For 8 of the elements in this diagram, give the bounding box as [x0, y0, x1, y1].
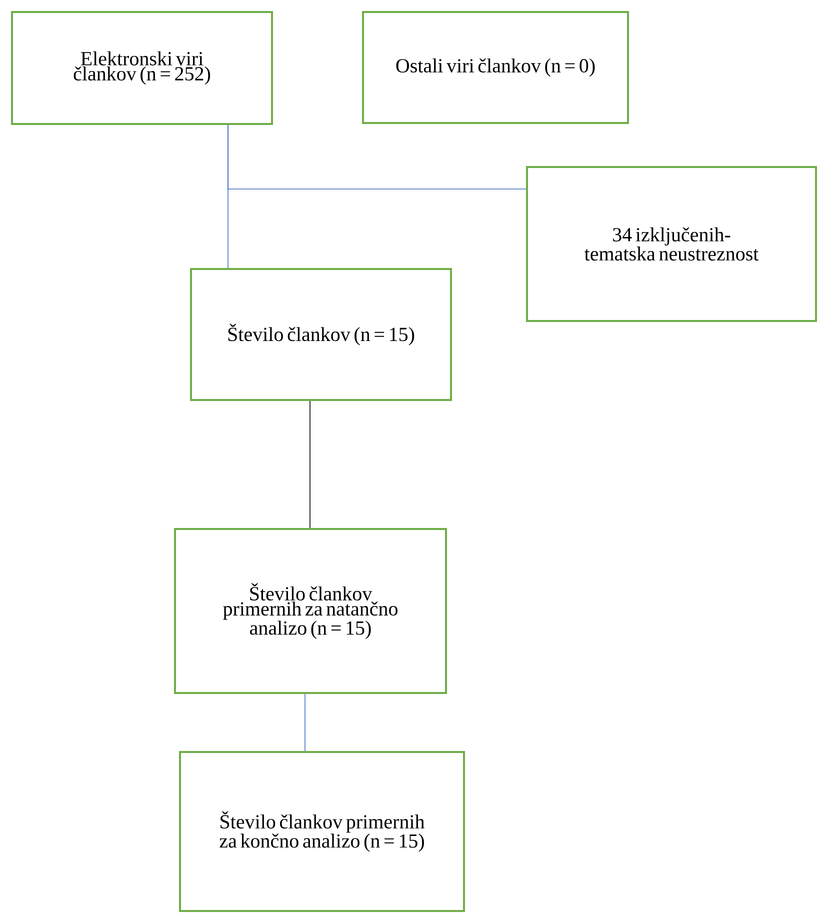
process-box: Ostali viri člankov (n = 0): [362, 11, 629, 124]
connector-line: [228, 124, 526, 190]
process-box: Število člankov (n = 15): [190, 268, 452, 401]
process-box: Število člankov primernih za natančno analizo (n = 15): [174, 528, 447, 694]
connector-line: [304, 694, 306, 752]
process-box: Elektronski viri člankov (n = 252): [11, 11, 273, 125]
process-box: 34 izključenih- tematska neustreznost: [526, 166, 817, 322]
process-box: Število člankov primernih za končno analizo (n = 15): [179, 751, 465, 912]
